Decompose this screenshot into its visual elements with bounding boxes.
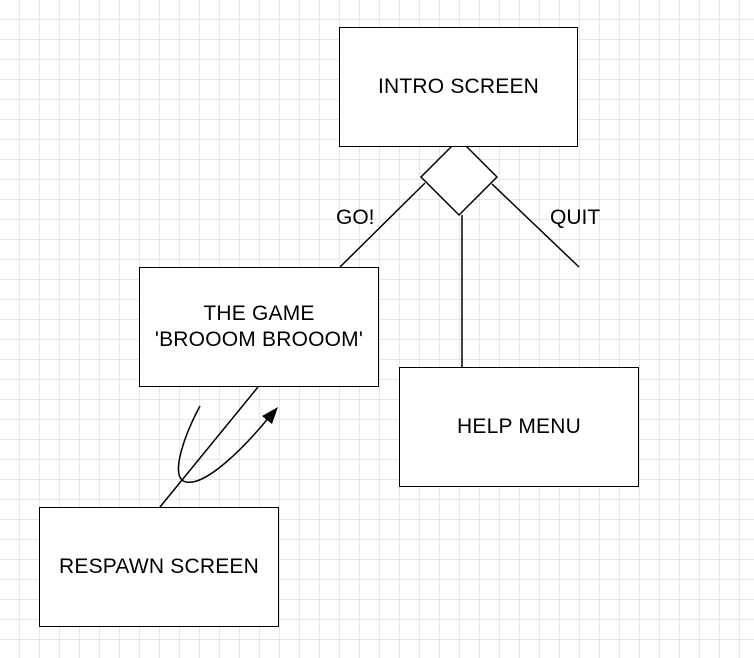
intro-screen-node: INTRO SCREEN <box>339 27 578 147</box>
intro-screen-label: INTRO SCREEN <box>377 74 540 98</box>
respawn-curve-arrow <box>177 405 271 483</box>
connector-quit <box>491 183 580 268</box>
decision-diamond <box>419 137 499 217</box>
go-edge-label: GO! <box>336 206 375 229</box>
help-menu-label: HELP MENU <box>457 414 581 438</box>
respawn-screen-label: RESPAWN SCREEN <box>59 554 259 578</box>
connector-game-respawn <box>159 386 259 508</box>
quit-edge-label: QUIT <box>550 206 601 229</box>
game-label: THE GAME 'BROOOM BROOOM' <box>154 301 364 351</box>
arrowhead <box>262 407 278 424</box>
game-node: THE GAME 'BROOOM BROOOM' <box>139 267 379 387</box>
connector-go <box>339 182 426 268</box>
help-menu-node: HELP MENU <box>399 367 639 487</box>
respawn-screen-node: RESPAWN SCREEN <box>39 507 279 627</box>
